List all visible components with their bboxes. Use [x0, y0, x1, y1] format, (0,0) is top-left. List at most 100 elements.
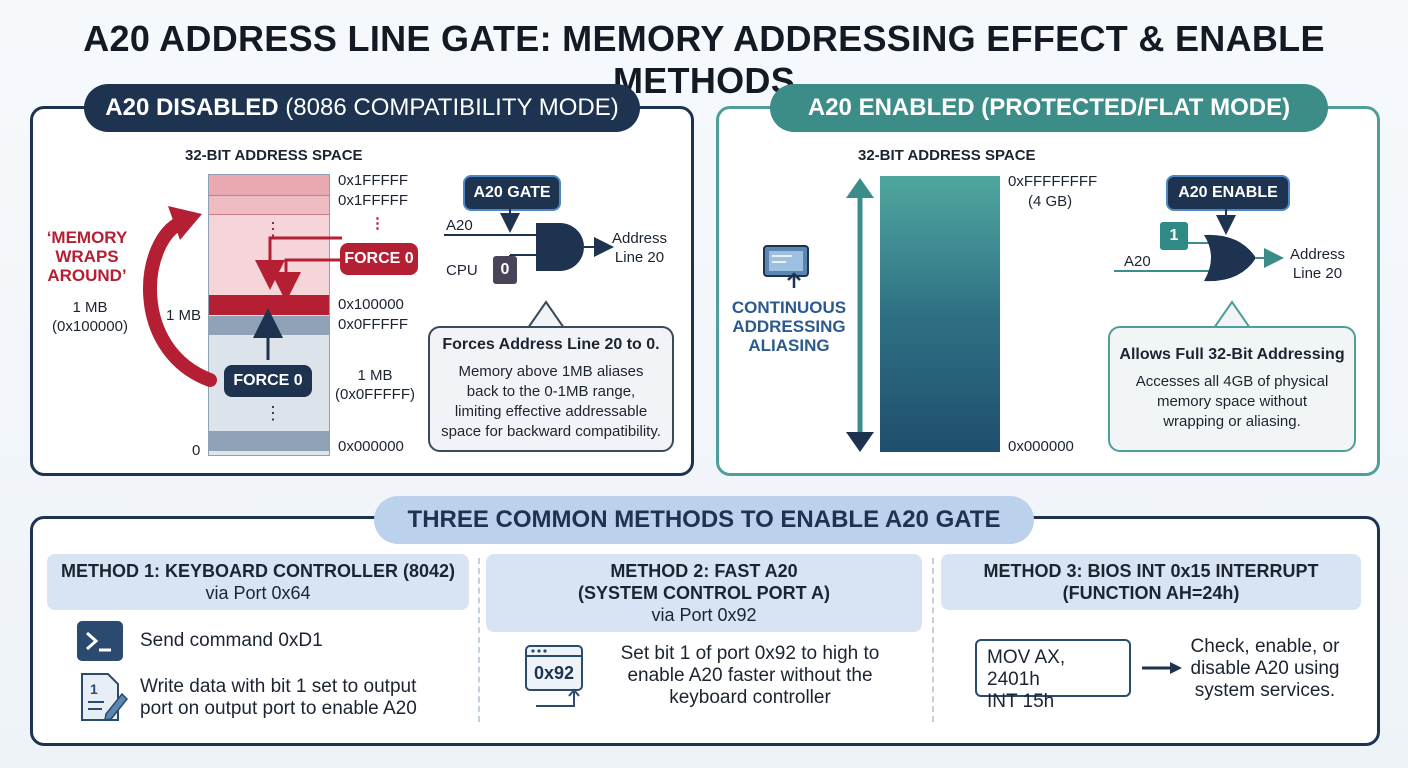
force0-top-tag: FORCE 0 [340, 243, 418, 275]
svg-text:1: 1 [90, 681, 98, 697]
force0-bottom-tag: FORCE 0 [224, 365, 312, 397]
method3-code-box: MOV AX, 2401h INT 15h [975, 639, 1131, 712]
enabled-space-label: 32-BIT ADDRESS SPACE [858, 147, 1036, 164]
method1-box: METHOD 1: KEYBOARD CONTROLLER (8042) via… [47, 554, 469, 610]
method2-text: Set bit 1 of port 0x92 to high to enable… [600, 643, 900, 709]
port-window-icon [525, 645, 583, 707]
left-1mb: 1 MB (0x100000) [40, 298, 140, 336]
a20-enable-tag: A20 ENABLE [1166, 175, 1290, 211]
disabled-space-label: 32-BIT ADDRESS SPACE [185, 147, 363, 164]
gate-in-a20: A20 [446, 217, 473, 234]
enabled-range-arrow [846, 178, 874, 452]
disabled-pill: A20 DISABLED (8086 COMPATIBILITY MODE) [84, 84, 640, 132]
enabled-top-addr: 0xFFFFFFFF (4 GB) [1008, 172, 1097, 212]
gate-in-one: 1 [1160, 222, 1188, 250]
continuous-label-1: CONTINUOUS [731, 298, 847, 317]
zero-label: 0 [192, 442, 201, 459]
right-1mb: 1 MB (0x0FFFFF) [330, 366, 420, 404]
force0-top-arrow-b [271, 258, 342, 302]
right-1mb-label: 1 MB [357, 367, 393, 384]
wrap-arrow [143, 215, 217, 387]
enabled-bubble-l2: memory space without [1156, 393, 1308, 410]
mem-dots-lower: ⋮ [264, 403, 282, 423]
method1-step2: Write data with bit 1 set to output port… [140, 676, 417, 720]
method2-l1: Set bit 1 of port 0x92 to high to [620, 643, 880, 664]
enabled-gate-in-a20: A20 [1124, 253, 1151, 270]
method3-code2: INT 15h [987, 691, 1055, 712]
methods-header: THREE COMMON METHODS TO ENABLE A20 GATE [374, 496, 1034, 544]
bubble-pointer-enabled [1213, 300, 1251, 329]
method3-code1: MOV AX, 2401h [987, 647, 1066, 690]
method1-sub: via Port 0x64 [205, 583, 311, 603]
monitor-upload-icon [763, 245, 809, 288]
gate-in-cpu: CPU [446, 262, 478, 279]
disabled-info-bubble: Forces Address Line 20 to 0. Memory abov… [428, 326, 674, 452]
wrap-label-1: ‘MEMORY [46, 228, 128, 247]
left-1mb-label: 1 MB [72, 299, 108, 316]
enabled-gate-out: Address Line 20 [1290, 245, 1345, 283]
enabled-info-bubble: Allows Full 32-Bit Addressing Accesses a… [1108, 326, 1356, 452]
method1-step1: Send command 0xD1 [140, 630, 323, 651]
terminal-icon [77, 621, 123, 661]
flat-memory-block [880, 176, 1000, 452]
method3-box: METHOD 3: BIOS INT 0x15 INTERRUPT (FUNCT… [941, 554, 1361, 610]
disabled-bubble-l2: back to the 0-1MB range, [466, 383, 636, 400]
continuous-label-2: ADDRESSING [732, 317, 846, 336]
wrap-label: ‘MEMORY WRAPS AROUND’ [44, 228, 130, 285]
addr-2: 0x1FFFFF [338, 192, 408, 209]
method-divider-2 [932, 558, 934, 722]
page-title: A20 ADDRESS LINE GATE: MEMORY ADDRESSING… [83, 18, 1325, 101]
enabled-bubble-l3: wrapping or aliasing. [1163, 413, 1301, 430]
gate-cpu-val: 0 [493, 256, 517, 284]
disabled-pill-bold: A20 DISABLED [105, 94, 279, 121]
gate-out-2: Line 20 [614, 249, 665, 266]
bubble-pointer-disabled [527, 300, 565, 329]
addr-0fffff: 0x0FFFFF [338, 316, 408, 333]
mem-upper-block-2 [209, 196, 329, 215]
right-1mb-hex: (0x0FFFFF) [335, 386, 415, 403]
enabled-bottom-addr: 0x000000 [1008, 438, 1074, 455]
method3-l1: Check, enable, or [1190, 636, 1340, 657]
left-1mb-hex: (0x100000) [52, 318, 128, 335]
enabled-bubble-title: Allows Full 32-Bit Addressing [1119, 346, 1345, 363]
mid-1mb: 1 MB [166, 307, 202, 324]
enabled-gate-out-2: Line 20 [1292, 265, 1343, 282]
method2-title2: (SYSTEM CONTROL PORT A) [578, 583, 830, 603]
method3-l2: disable A20 using [1190, 658, 1340, 679]
method2-l3: keyboard controller [669, 687, 831, 708]
disabled-bubble-title: Forces Address Line 20 to 0. [442, 336, 660, 353]
method2-box: METHOD 2: FAST A20 (SYSTEM CONTROL PORT … [486, 554, 922, 632]
document-edit-icon: 1 [81, 673, 128, 721]
gate-out-1: Address [612, 230, 668, 247]
enabled-pill: A20 ENABLED (PROTECTED/FLAT MODE) [770, 84, 1328, 132]
force0-top-arrow-a [255, 236, 342, 290]
method3-title2: (FUNCTION AH=24h) [1062, 583, 1240, 603]
method2-sub: via Port 0x92 [651, 605, 757, 625]
method1-title: METHOD 1: KEYBOARD CONTROLLER (8042) [60, 561, 456, 581]
addr-dots: ⋮ [370, 215, 385, 232]
or-gate-body [1204, 234, 1256, 282]
method1-step2-l1: Write data with bit 1 set to output [140, 676, 417, 697]
enabled-bubble-l1: Accesses all 4GB of physical [1135, 373, 1329, 390]
method-divider-1 [478, 558, 480, 722]
mem-dots-upper: ⋮ [264, 219, 282, 239]
enabled-top-addr-size: (4 GB) [1028, 193, 1073, 210]
method2-title: METHOD 2: FAST A20 [610, 561, 798, 581]
method3-text: Check, enable, or disable A20 using syst… [1186, 636, 1344, 702]
method3-arrow [1142, 662, 1182, 674]
and-gate-body [536, 223, 584, 271]
enabled-top-addr-hex: 0xFFFFFFFF [1008, 173, 1098, 190]
wrap-label-2: WRAPS [55, 247, 119, 266]
method3-title: METHOD 3: BIOS INT 0x15 INTERRUPT [983, 561, 1319, 581]
port-icon-label: 0x92 [533, 663, 575, 683]
and-gate-diagram [444, 205, 614, 271]
method1-step2-l2: port on output port to enable A20 [140, 698, 417, 719]
or-gate-diagram [1114, 205, 1284, 282]
disabled-arrows [143, 206, 342, 387]
a20-gate-tag: A20 GATE [463, 175, 561, 211]
disabled-bubble-l1: Memory above 1MB aliases [458, 363, 644, 380]
disabled-bubble-l3: limiting effective addressable [454, 403, 648, 420]
enabled-gate-out-1: Address [1290, 246, 1346, 263]
mem-upper-block-1 [209, 175, 329, 196]
wrap-label-3: AROUND’ [47, 266, 127, 285]
